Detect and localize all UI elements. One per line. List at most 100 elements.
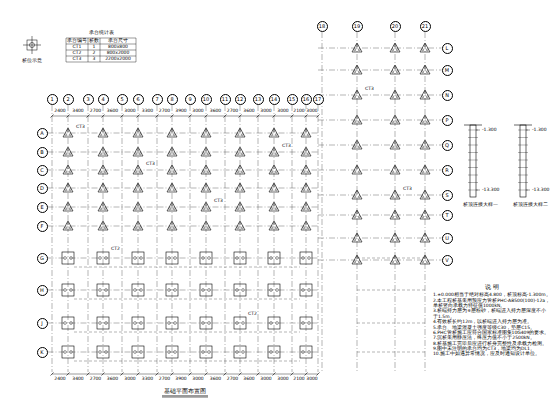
pile-cap-triangle <box>133 165 143 174</box>
pile-symbol <box>171 149 173 151</box>
dimension-tick <box>51 373 54 376</box>
pile-symbol <box>273 130 275 132</box>
pile-symbol <box>168 322 171 325</box>
pile-symbol <box>354 216 356 218</box>
pile-symbol <box>239 223 241 225</box>
axis-bubble: V <box>442 255 453 266</box>
axis-number: 19 <box>354 24 360 29</box>
detail-label: -1.300 <box>482 128 497 133</box>
pile-symbol <box>65 189 67 191</box>
pile-cap-triangle <box>352 190 362 199</box>
pile-symbol <box>134 351 137 354</box>
axis-line <box>88 105 89 372</box>
pile-symbol <box>171 167 173 169</box>
pile-symbol <box>70 289 73 292</box>
ground-beam <box>74 361 300 362</box>
pile-cap-triangle <box>420 190 430 199</box>
pile-symbol <box>394 67 396 69</box>
notes-block: 说 明1.±0.000相当于绝对标高4.800，桩顶标高-1.300m。2.本工… <box>433 283 551 357</box>
dimension-text: 2700 <box>159 109 170 114</box>
axis-number: 1 <box>50 97 53 102</box>
note-line: 3.桩端持力层为⑥层粉砂，桩端进入持力层深度不小于1.5m。 <box>433 308 551 319</box>
pile-symbol <box>134 289 137 292</box>
pile-symbol <box>426 171 428 173</box>
pile-symbol <box>422 96 424 98</box>
pile-symbol <box>64 322 67 325</box>
pile-symbol <box>422 146 424 148</box>
dimension-text: 3000 <box>260 109 271 114</box>
pile-symbol <box>358 196 360 198</box>
pile-cap-triangle <box>98 202 108 211</box>
pile-symbol <box>241 134 243 136</box>
pile-symbol <box>173 189 175 191</box>
pile-symbol <box>171 223 173 225</box>
dimension-tick <box>102 115 105 118</box>
pile-symbol <box>70 351 73 354</box>
axis-line <box>318 120 442 121</box>
dimension-tick <box>305 373 308 376</box>
pile-symbol <box>169 227 171 229</box>
pile-symbol <box>69 189 71 191</box>
pile-symbol <box>424 257 426 259</box>
pile-symbol <box>426 196 428 198</box>
pile-cap-triangle <box>98 183 108 192</box>
pile-cap-square <box>97 284 109 296</box>
pile-cap-triangle <box>201 128 211 137</box>
pile-symbol <box>302 257 305 260</box>
pile-symbol <box>424 167 426 169</box>
axis-line <box>48 323 319 324</box>
dimension-tick <box>121 373 124 376</box>
pile-symbol <box>65 134 67 136</box>
pile-cap-square <box>132 346 144 358</box>
pile-symbol <box>275 208 277 210</box>
axis-bubble: S <box>442 190 453 201</box>
pile-cap-triangle <box>269 202 279 211</box>
pile-symbol <box>354 196 356 198</box>
pile-cap-triangle <box>390 210 400 219</box>
pile-symbol <box>276 351 279 354</box>
ground-beam <box>357 352 425 353</box>
axis-bubble: F <box>37 221 48 232</box>
dimension-text: 3000 <box>306 109 317 114</box>
detail-label: -13.300 <box>532 188 549 193</box>
pile-symbol <box>354 96 356 98</box>
pile-cap-triangle <box>235 165 245 174</box>
pile-symbol <box>354 239 356 241</box>
pile-cap-triangle <box>167 128 177 137</box>
pile-symbol <box>99 322 102 325</box>
pile-symbol <box>392 196 394 198</box>
pile-symbol <box>394 142 396 144</box>
dimension-tick <box>156 373 159 376</box>
detail-label: 桩顶连接大样一 <box>463 203 498 208</box>
pile-symbol <box>358 261 360 263</box>
dimension-text: 3900 <box>175 109 186 114</box>
axis-number: 20 <box>392 24 398 29</box>
dimension-tick <box>67 115 70 118</box>
dimension-text: 3600 <box>107 377 118 382</box>
note-line: 6.PHC管桩施工应符合国家标准图集10G409的要求。 <box>433 330 551 335</box>
pile-cap-triangle <box>167 202 177 211</box>
pile-symbol <box>202 289 205 292</box>
pile-symbol <box>426 49 428 51</box>
table-cell: 2 <box>93 51 96 56</box>
pile-symbol <box>105 257 108 260</box>
axis-number: B <box>40 150 43 155</box>
pile-symbol <box>105 289 108 292</box>
pile-symbol <box>305 167 307 169</box>
axis-number: T <box>445 213 448 218</box>
pile-symbol <box>174 322 177 325</box>
pile-symbol <box>100 208 102 210</box>
pile-symbol <box>276 289 279 292</box>
pile-cap-triangle <box>420 43 430 52</box>
dimension-tick <box>121 115 124 118</box>
ground-beam <box>74 267 300 268</box>
pile-symbol <box>104 208 106 210</box>
axis-number: 3 <box>86 97 89 102</box>
dimension-text: 2700 <box>159 377 170 382</box>
pile-symbol <box>307 153 309 155</box>
pile-cap-square <box>166 284 178 296</box>
rebar-tick <box>518 160 528 161</box>
axis-bubble: 19 <box>352 21 363 32</box>
pile-cap-triangle <box>63 147 73 156</box>
pile-symbol <box>422 239 424 241</box>
